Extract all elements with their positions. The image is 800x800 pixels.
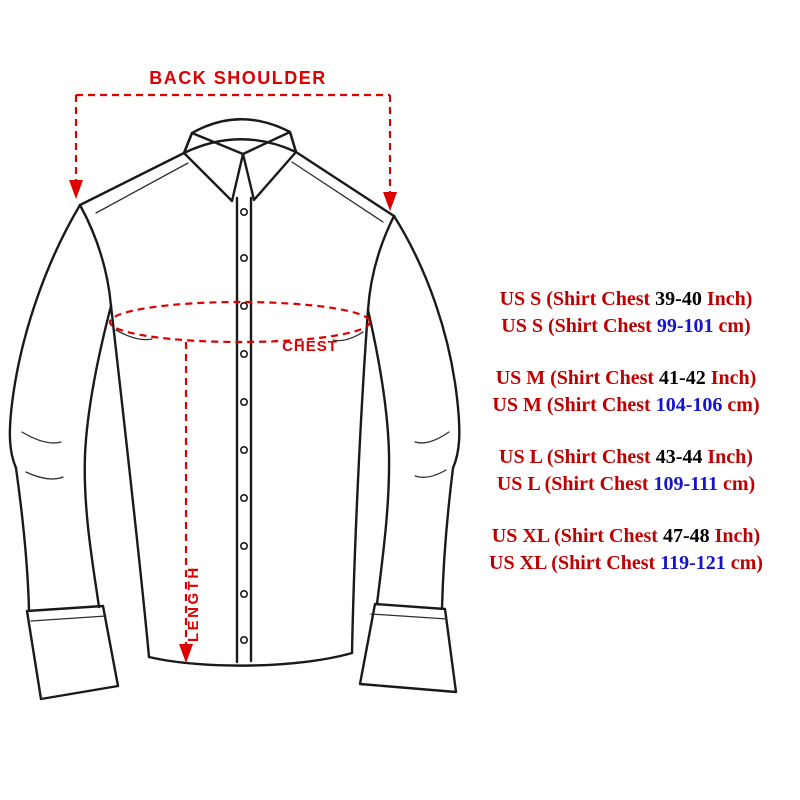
size-row-suffix: Inch) [705,367,757,389]
right-cuff [358,602,458,694]
size-row-value: 119-121 [660,552,726,574]
size-row-prefix: US XL (Shirt Chest [489,552,661,574]
right-sleeve-inner [366,308,391,606]
size-row-suffix: cm) [725,552,763,574]
size-row-value: 104-106 [655,394,723,416]
size-row-suffix: Inch) [709,525,761,547]
size-row-value: 39-40 [655,288,702,310]
size-row-suffix: Inch) [702,446,753,468]
size-row-value: 43-44 [655,446,703,468]
size-group-l: US L (Shirt Chest 43-44 Inch) US L (Shir… [452,444,800,498]
size-row-prefix: US S (Shirt Chest [501,315,657,337]
size-row: US M (Shirt Chest 104-106 cm) [452,392,800,419]
measurement-annotations: BACK SHOULDER CHEST LENGTH [69,68,397,663]
size-row-prefix: US S (Shirt Chest [499,288,656,310]
right-sleeve-outer [392,214,461,610]
hem [147,651,354,667]
size-row-value: 99-101 [656,315,714,337]
wrinkle-lines [21,329,450,480]
collar-right-flap [241,130,298,202]
size-row: US L (Shirt Chest 43-44 Inch) [452,444,800,471]
size-row-prefix: US M (Shirt Chest [495,367,660,389]
size-row-suffix: cm) [722,394,760,416]
right-cuff-seam [370,613,448,620]
size-group-m: US M (Shirt Chest 41-42 Inch) US M (Shir… [452,365,800,419]
size-row-prefix: US L (Shirt Chest [499,446,656,468]
arrow-down-right-icon [383,192,397,211]
size-row: US M (Shirt Chest 41-42 Inch) [452,365,800,392]
size-chart: US S (Shirt Chest 39-40 Inch) US S (Shir… [452,286,800,602]
right-shoulder-seam [294,150,396,218]
right-body-side [350,308,370,655]
arrow-down-left-icon [69,180,83,199]
right-armhole [366,214,396,312]
collar-left-flap [182,131,245,203]
size-row: US S (Shirt Chest 99-101 cm) [452,313,800,340]
length-label: LENGTH [185,565,202,642]
size-row: US S (Shirt Chest 39-40 Inch) [452,286,800,313]
size-row: US XL (Shirt Chest 47-48 Inch) [452,523,800,550]
left-body-side [109,304,151,659]
size-row: US XL (Shirt Chest 119-121 cm) [452,550,800,577]
left-sleeve-inner [83,304,113,609]
chest-label: CHEST [282,338,338,355]
size-row-prefix: US XL (Shirt Chest [491,525,663,547]
left-cuff [25,604,120,701]
left-shoulder-seam [78,151,186,207]
left-yoke-seam [95,162,189,214]
size-row: US L (Shirt Chest 109-111 cm) [452,471,800,498]
size-row-value: 41-42 [659,367,706,389]
back-shoulder-label: BACK SHOULDER [149,68,327,88]
arrow-down-length-icon [179,644,193,663]
size-group-xl: US XL (Shirt Chest 47-48 Inch) US XL (Sh… [452,523,800,577]
size-row-suffix: cm) [717,473,756,495]
size-row-prefix: US L (Shirt Chest [496,473,654,495]
right-yoke-seam [291,161,384,223]
chest-ellipse [108,300,372,344]
left-cuff-seam [30,615,107,622]
size-row-value: 109-111 [653,473,718,495]
buttons [240,208,249,644]
size-group-s: US S (Shirt Chest 39-40 Inch) US S (Shir… [452,286,800,340]
size-row-suffix: Inch) [701,288,753,310]
size-row-prefix: US M (Shirt Chest [492,394,656,416]
size-row-value: 47-48 [662,525,710,547]
left-sleeve-outer [8,203,82,612]
left-armhole [78,203,113,308]
size-row-suffix: cm) [713,315,751,337]
shirt-drawing [8,118,461,701]
